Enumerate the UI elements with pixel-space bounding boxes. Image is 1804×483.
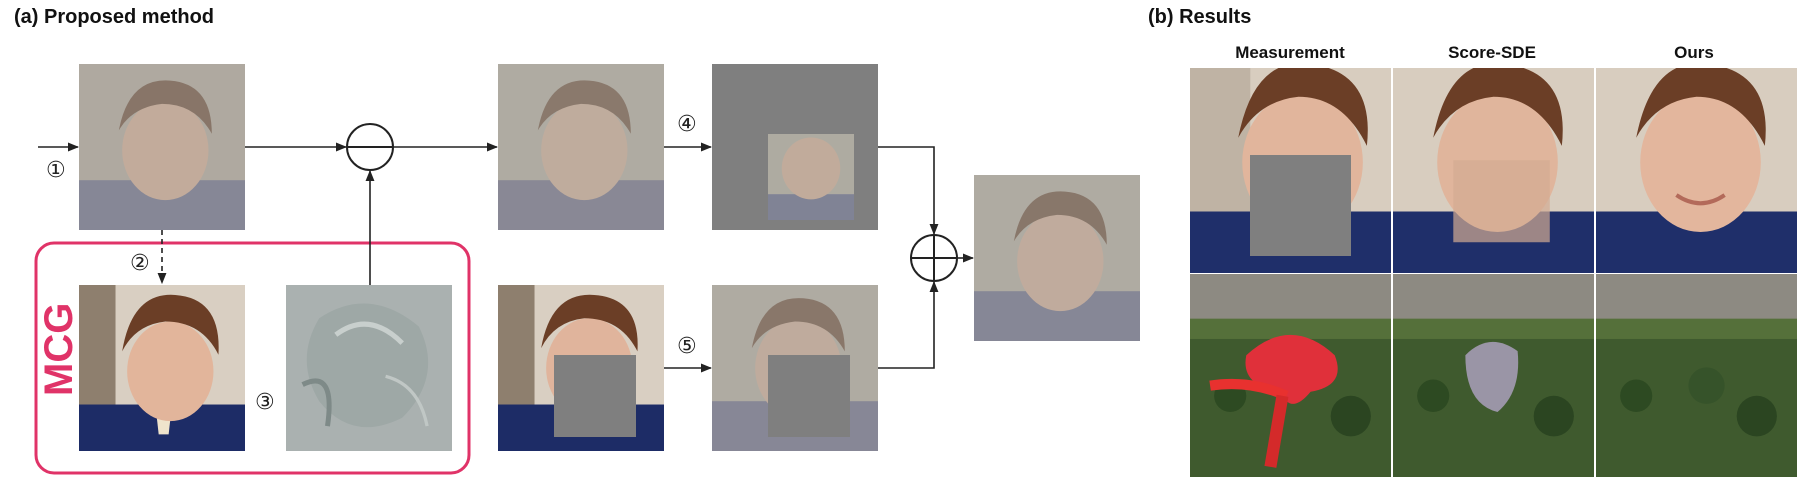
result-garden-ours xyxy=(1596,274,1797,477)
result-face-score-sde xyxy=(1393,68,1594,273)
step-4-label: ④ xyxy=(677,112,697,137)
step-5-label: ⑤ xyxy=(677,334,697,359)
result-face-ours xyxy=(1596,68,1797,273)
masked-region-image xyxy=(712,64,878,230)
panel-b-title: (b) Results xyxy=(1148,6,1252,28)
step-1-label: ① xyxy=(46,158,66,183)
masked-to-add-arrow xyxy=(878,146,939,236)
result-face-measurement xyxy=(1190,68,1391,273)
noisy-measurement-to-add-arrow xyxy=(878,280,939,369)
updated-noisy-image xyxy=(498,64,664,230)
column-title-ours: Ours xyxy=(1674,43,1714,62)
measurement-image xyxy=(498,285,664,451)
gradient-residual-image xyxy=(286,285,452,451)
mcg-denoised-image xyxy=(79,285,245,451)
noisy-input-image xyxy=(79,64,245,230)
mcg-box xyxy=(34,241,471,475)
combined-output-image xyxy=(974,175,1140,341)
result-garden-score-sde xyxy=(1393,274,1594,477)
step-3-label: ③ xyxy=(255,390,275,415)
column-title-score-sde: Score-SDE xyxy=(1448,43,1536,62)
step-2-label: ② xyxy=(130,251,150,276)
noisy-measurement-image xyxy=(712,285,878,451)
panel-a-title: (a) Proposed method xyxy=(14,6,215,28)
mcg-label: MCG xyxy=(37,303,81,396)
result-garden-measurement xyxy=(1190,274,1391,477)
column-title-measurement: Measurement xyxy=(1235,43,1345,62)
